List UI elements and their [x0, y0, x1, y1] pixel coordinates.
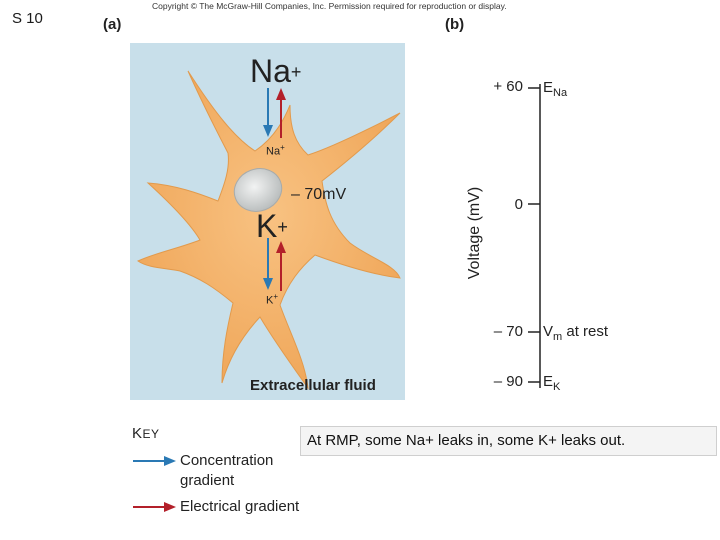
- key-arrows: [130, 450, 180, 520]
- potassium-ion-inside: K+: [256, 210, 288, 242]
- membrane-potential-label: – 70mV: [291, 186, 346, 204]
- copyright-notice: Copyright © The McGraw-Hill Companies, I…: [152, 1, 507, 11]
- panel-a-label: (a): [103, 16, 121, 33]
- sodium-ion-inside: Na+: [266, 143, 285, 158]
- extracellular-fluid-label: Extracellular fluid: [250, 377, 376, 394]
- concentration-gradient-label: Concentration gradient: [180, 451, 300, 491]
- potassium-ion-outside: K+: [266, 292, 278, 307]
- tick-label-plus-60: + 60: [468, 78, 523, 95]
- potassium-equilibrium-label: EK: [543, 373, 560, 393]
- tick-label-zero: 0: [468, 196, 523, 213]
- slide-number: S 10: [12, 10, 43, 27]
- sodium-ion-outside: Na+: [250, 55, 301, 87]
- caption-box: At RMP, some Na+ leaks in, some K+ leaks…: [300, 426, 717, 456]
- tick-label-minus-90: – 90: [468, 373, 523, 390]
- resting-potential-label: Vm at rest: [543, 323, 608, 343]
- panel-b-label: (b): [445, 16, 464, 33]
- electrical-gradient-label: Electrical gradient: [180, 497, 300, 517]
- tick-label-minus-70: – 70: [468, 323, 523, 340]
- sodium-equilibrium-label: ENa: [543, 79, 567, 99]
- key-title: KEY: [132, 425, 160, 442]
